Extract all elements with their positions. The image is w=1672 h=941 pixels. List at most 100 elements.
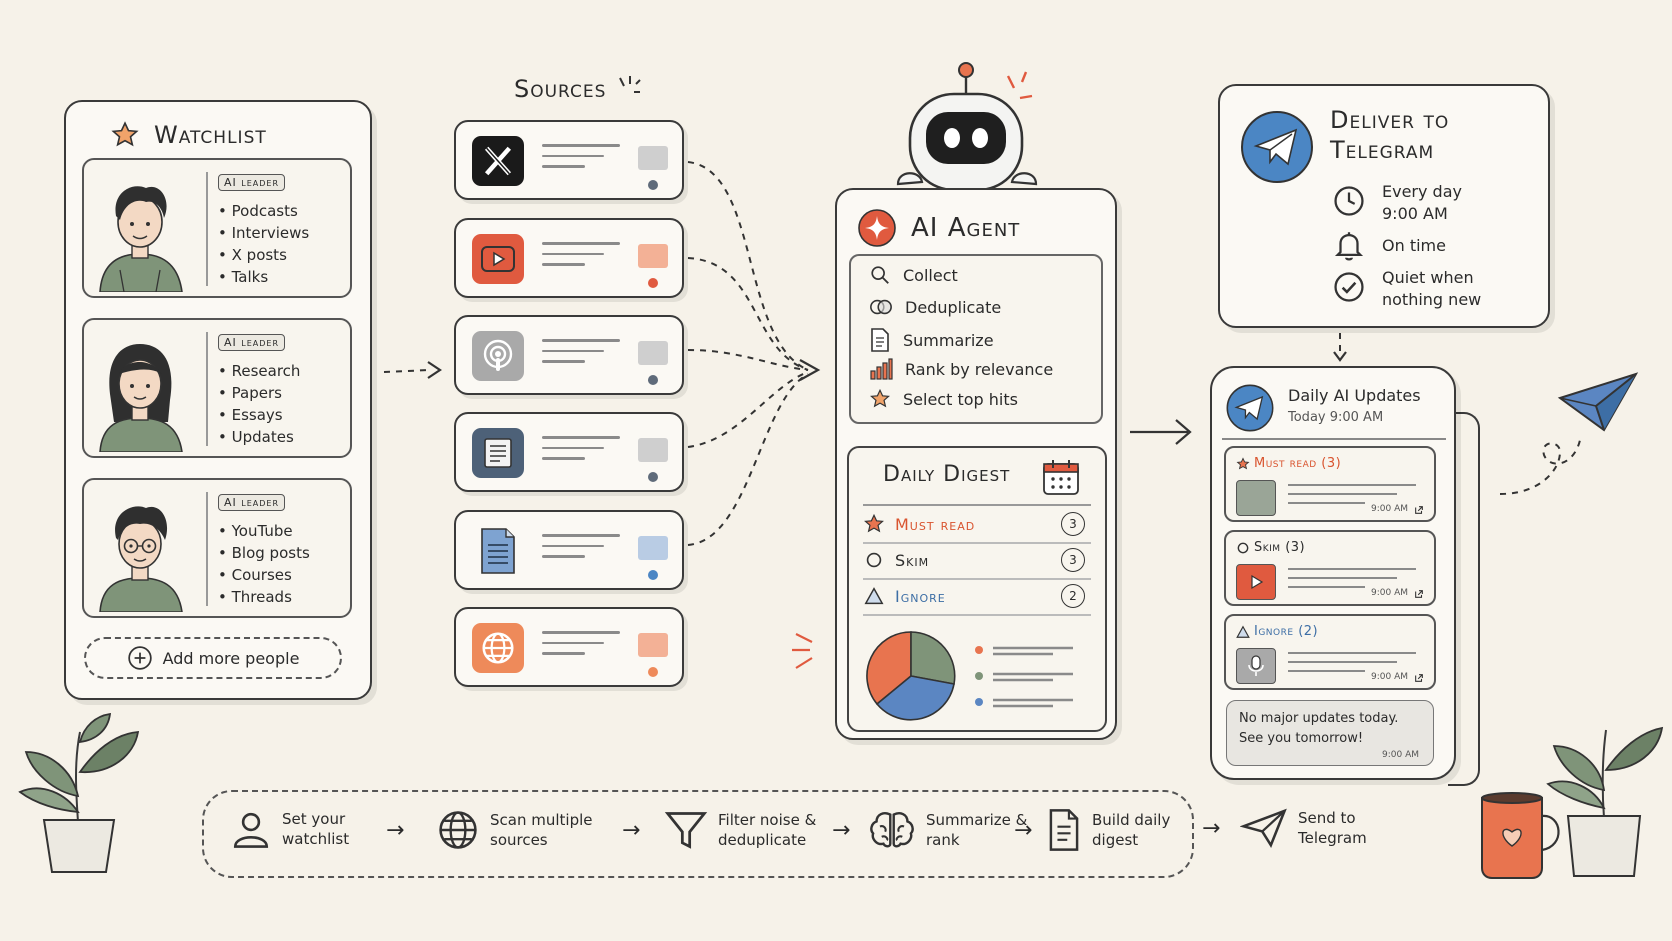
flow-step-watchlist: Set your watchlist bbox=[230, 808, 349, 850]
message-time: 9:00 AM bbox=[1371, 588, 1408, 598]
quiet-line-2: See you tomorrow! bbox=[1239, 731, 1364, 746]
spark-icon bbox=[792, 633, 813, 669]
youtube-icon bbox=[472, 234, 524, 284]
overlap-circles-icon bbox=[870, 299, 892, 315]
check-circle-icon bbox=[1334, 272, 1364, 302]
message-must-read[interactable]: Must read (3) 9:00 AM bbox=[1224, 446, 1436, 522]
message-header-label: Ignore (2) bbox=[1254, 624, 1319, 639]
user-icon bbox=[233, 812, 269, 848]
flow-step-label: watchlist bbox=[282, 830, 350, 848]
person-topics: Podcasts Interviews X posts Talks bbox=[218, 200, 310, 288]
source-web[interactable] bbox=[454, 607, 684, 687]
source-youtube[interactable] bbox=[454, 218, 684, 298]
flow-step-label: sources bbox=[490, 831, 548, 849]
agent-steps-panel: Collect Deduplicate Summarize Rank by re… bbox=[849, 254, 1103, 424]
deliver-item-3-line2: nothing new bbox=[1382, 290, 1482, 309]
topic-item: Updates bbox=[218, 426, 300, 448]
message-ignore[interactable]: Ignore (2) 9:00 AM bbox=[1224, 614, 1436, 690]
pie-chart bbox=[866, 631, 956, 721]
status-dot bbox=[648, 375, 658, 385]
star-icon bbox=[870, 388, 890, 408]
connector-youtube bbox=[687, 257, 809, 371]
status-dot bbox=[648, 278, 658, 288]
sparkle-icon bbox=[858, 209, 896, 247]
message-lines bbox=[1288, 568, 1416, 595]
add-people-label: Add more people bbox=[162, 648, 300, 668]
message-time: 9:00 AM bbox=[1371, 504, 1408, 514]
avatar bbox=[99, 344, 183, 452]
digest-row-ignore[interactable]: Ignore 2 bbox=[863, 580, 1085, 612]
microphone-icon bbox=[1236, 648, 1276, 684]
plant-left-icon bbox=[18, 712, 140, 873]
filter-icon bbox=[664, 812, 708, 849]
message-header: Skim (3) bbox=[1236, 540, 1305, 555]
phone-shadow bbox=[1448, 412, 1480, 786]
person-badge: AI leader bbox=[218, 334, 286, 351]
quiet-time: 9:00 AM bbox=[1382, 750, 1419, 760]
deliver-item-1-line1: Every day bbox=[1382, 182, 1462, 201]
flow-step-label: Build daily bbox=[1092, 811, 1171, 829]
triangle-icon bbox=[1236, 625, 1250, 638]
topic-item: Courses bbox=[218, 564, 310, 586]
arrow-agent-to-telegram bbox=[1130, 419, 1192, 445]
step-label: Rank by relevance bbox=[905, 359, 1054, 379]
person-card-2[interactable]: AI leader Research Papers Essays Updates bbox=[82, 318, 352, 458]
step-label: Deduplicate bbox=[905, 297, 1002, 317]
flow-step-label: Set your bbox=[282, 810, 346, 828]
source-document[interactable] bbox=[454, 510, 684, 590]
circle-icon bbox=[866, 552, 882, 568]
connector-plane-trail bbox=[1499, 439, 1581, 495]
person-card-1[interactable]: AI leader Podcasts Interviews X posts Ta… bbox=[82, 158, 352, 298]
step-collect: Collect bbox=[869, 264, 958, 286]
bar-chart-icon bbox=[870, 358, 893, 380]
person-badge: AI leader bbox=[218, 174, 286, 191]
bell-icon bbox=[1334, 232, 1364, 261]
flow-step-label: Telegram bbox=[1298, 829, 1367, 847]
digest-row-must-read[interactable]: Must read 3 bbox=[863, 508, 1085, 540]
daily-digest-panel[interactable]: Daily Digest Must read 3 Skim 3 Ignore 2 bbox=[847, 446, 1107, 732]
external-link-icon[interactable] bbox=[1414, 673, 1424, 683]
external-link-icon[interactable] bbox=[1414, 505, 1424, 515]
status-dot bbox=[648, 472, 658, 482]
digest-row-skim[interactable]: Skim 3 bbox=[863, 544, 1085, 576]
quiet-line-1: No major updates today. bbox=[1239, 711, 1399, 726]
flow-arrow: → bbox=[622, 818, 641, 843]
add-people-button[interactable]: Add more people bbox=[84, 637, 342, 679]
digest-row-count: 2 bbox=[1061, 584, 1085, 608]
status-dot bbox=[648, 180, 658, 190]
content-lines bbox=[542, 339, 620, 371]
brain-icon bbox=[870, 812, 914, 848]
topic-item: Blog posts bbox=[218, 542, 310, 564]
arrow-deliver-head bbox=[1333, 351, 1347, 362]
digest-divider bbox=[863, 578, 1091, 580]
deliver-title-1: Deliver to bbox=[1330, 106, 1450, 134]
message-header: Ignore (2) bbox=[1236, 624, 1318, 639]
connector-news bbox=[687, 371, 809, 448]
step-rank: Rank by relevance bbox=[869, 358, 1053, 380]
topic-item: Essays bbox=[218, 404, 300, 426]
mug-icon bbox=[1481, 792, 1560, 879]
person-card-3[interactable]: AI leader YouTube Blog posts Courses Thr… bbox=[82, 478, 352, 618]
source-x[interactable] bbox=[454, 120, 684, 200]
external-link-icon[interactable] bbox=[1414, 589, 1424, 599]
circle-icon bbox=[1237, 542, 1249, 553]
plant-right-icon bbox=[1546, 726, 1664, 877]
globe-icon bbox=[472, 623, 524, 673]
podcast-icon bbox=[472, 331, 524, 381]
message-time: 9:00 AM bbox=[1371, 672, 1408, 682]
x-logo-icon bbox=[472, 136, 524, 186]
message-header: Must read (3) bbox=[1236, 456, 1341, 471]
sources-header: Sources bbox=[514, 74, 642, 104]
message-skim[interactable]: Skim (3) 9:00 AM bbox=[1224, 530, 1436, 606]
source-news[interactable] bbox=[454, 412, 684, 492]
person-topics: YouTube Blog posts Courses Threads bbox=[218, 520, 310, 608]
source-podcast[interactable] bbox=[454, 315, 684, 395]
flow-step-label: rank bbox=[926, 831, 960, 849]
status-dot bbox=[648, 570, 658, 580]
thumbnail bbox=[638, 244, 668, 268]
pie-slice-green bbox=[910, 631, 956, 685]
divider bbox=[206, 332, 208, 446]
avatar bbox=[99, 186, 183, 292]
deliver-item-2: On time bbox=[1382, 236, 1446, 255]
globe-icon bbox=[439, 811, 477, 849]
